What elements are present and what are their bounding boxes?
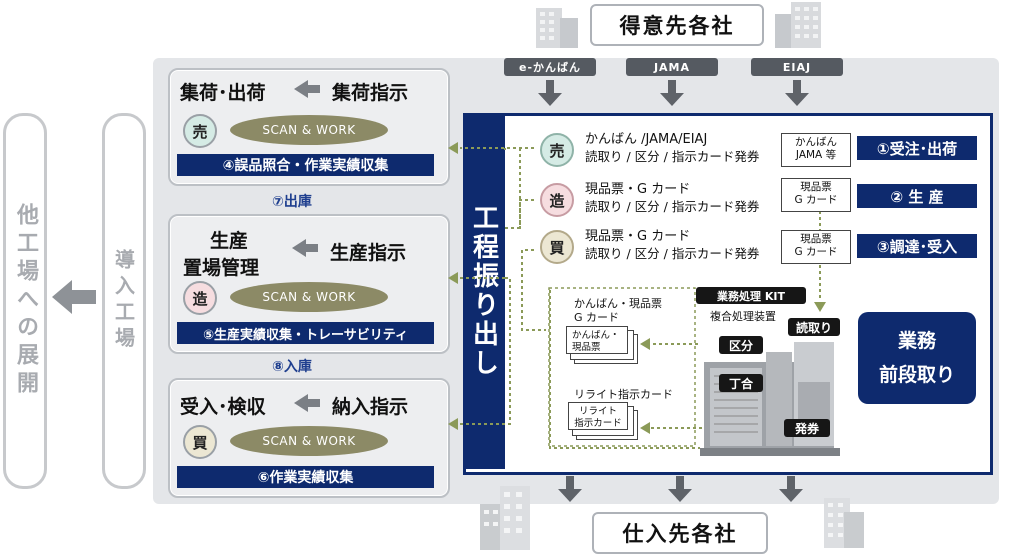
building-icon [824, 498, 864, 548]
sell-circle: 売 [540, 133, 574, 167]
doc-card-rewrite: リライト指示カード [568, 402, 628, 430]
customers-label: 得意先各社 [590, 4, 764, 46]
buy-circle: 買 [540, 230, 574, 264]
left-arrow-icon [292, 239, 306, 257]
row-buy-line1: 現品票・G カード [585, 229, 691, 244]
row-make-line1: 現品票・G カード [585, 182, 691, 197]
intro-plant-label: 導入工場 [102, 113, 146, 489]
left-arrow-icon [294, 80, 308, 98]
shipping-instruction: 集荷指示 [332, 82, 409, 104]
sell-circle: 売 [183, 114, 217, 148]
make-circle: 造 [183, 281, 217, 315]
doc-group2-label: リライト指示カード [574, 388, 673, 401]
other-plants-label: 他工場への展開 [3, 113, 47, 489]
scan-work-badge: SCAN & WORK [230, 282, 388, 312]
down-arrow-icon [668, 489, 692, 502]
row-sell-line2: 読取り / 区分 / 指示カード発券 [585, 149, 760, 164]
row-make-line2: 読取り / 区分 / 指示カード発券 [585, 199, 760, 214]
production-bar: ⑤生産実績収集・トレーサビリティ [177, 322, 434, 344]
building-icon [480, 486, 530, 550]
down-arrow-icon [779, 489, 803, 502]
sort-button: 区分 [719, 336, 763, 354]
make-circle: 造 [540, 183, 574, 217]
buy-circle: 買 [183, 425, 217, 459]
shipping-bar: ④誤品照合・作業実績収集 [177, 154, 434, 176]
down-arrow-icon [676, 476, 684, 490]
row-make-right: ② 生 産 [857, 184, 977, 208]
down-arrow-icon [558, 489, 582, 502]
process-title: 工程振り出し [463, 113, 505, 469]
left-arrow-icon [294, 394, 308, 412]
receiving-title: 受入･検収 [180, 396, 266, 418]
production-instruction: 生産指示 [330, 242, 407, 264]
down-arrow-icon [793, 80, 801, 94]
shipping-title: 集荷･出荷 [180, 82, 266, 104]
down-arrow-icon [566, 476, 574, 490]
source-e-kanban: e-かんばん [504, 58, 596, 76]
left-arrow-icon [306, 399, 320, 407]
row-sell-right: ①受注･出荷 [857, 136, 977, 160]
receiving-instruction: 納入指示 [332, 396, 409, 418]
down-arrow-icon [546, 80, 554, 94]
source-eiaj: EIAJ [751, 58, 843, 76]
down-arrow-icon [785, 93, 809, 106]
down-arrow-icon [787, 476, 795, 490]
production-title-line2: 置場管理 [183, 257, 260, 279]
source-jama: JAMA [626, 58, 718, 76]
issue-button: 発券 [784, 419, 830, 437]
suppliers-label: 仕入先各社 [592, 512, 768, 554]
doc-card-kanban: かんばん・現品票 [566, 326, 628, 354]
left-arrow-icon [52, 280, 96, 314]
left-arrow-icon [304, 244, 318, 252]
receiving-bar: ⑥作業実績収集 [177, 466, 434, 488]
machine-label: 複合処理装置 [710, 310, 776, 323]
left-arrow-icon [306, 85, 320, 93]
read-button: 読取り [788, 318, 840, 336]
pre-arrangement-box: 業務 前段取り [858, 312, 976, 404]
exit-label: ⑦出庫 [272, 194, 312, 210]
down-arrow-icon [668, 80, 676, 94]
doc-group1-label-line1: かんばん・現品票 [574, 297, 662, 310]
production-title-line1: 生産 [210, 230, 249, 252]
building-icon [536, 8, 578, 48]
kit-label: 業務処理 KIT [696, 287, 806, 304]
scan-work-badge: SCAN & WORK [230, 115, 388, 145]
row-buy-right: ③調達･受入 [857, 234, 977, 258]
collate-button: 丁合 [719, 374, 763, 392]
scan-work-badge: SCAN & WORK [230, 426, 388, 456]
down-arrow-icon [660, 93, 684, 106]
down-arrow-icon [538, 93, 562, 106]
row-sell-line1: かんばん /JAMA/EIAJ [585, 132, 708, 147]
doc-group1-label-line2: G カード [574, 311, 620, 324]
entry-label: ⑧入庫 [272, 359, 312, 375]
building-icon [775, 2, 821, 48]
row-buy-line2: 読取り / 区分 / 指示カード発券 [585, 246, 760, 261]
